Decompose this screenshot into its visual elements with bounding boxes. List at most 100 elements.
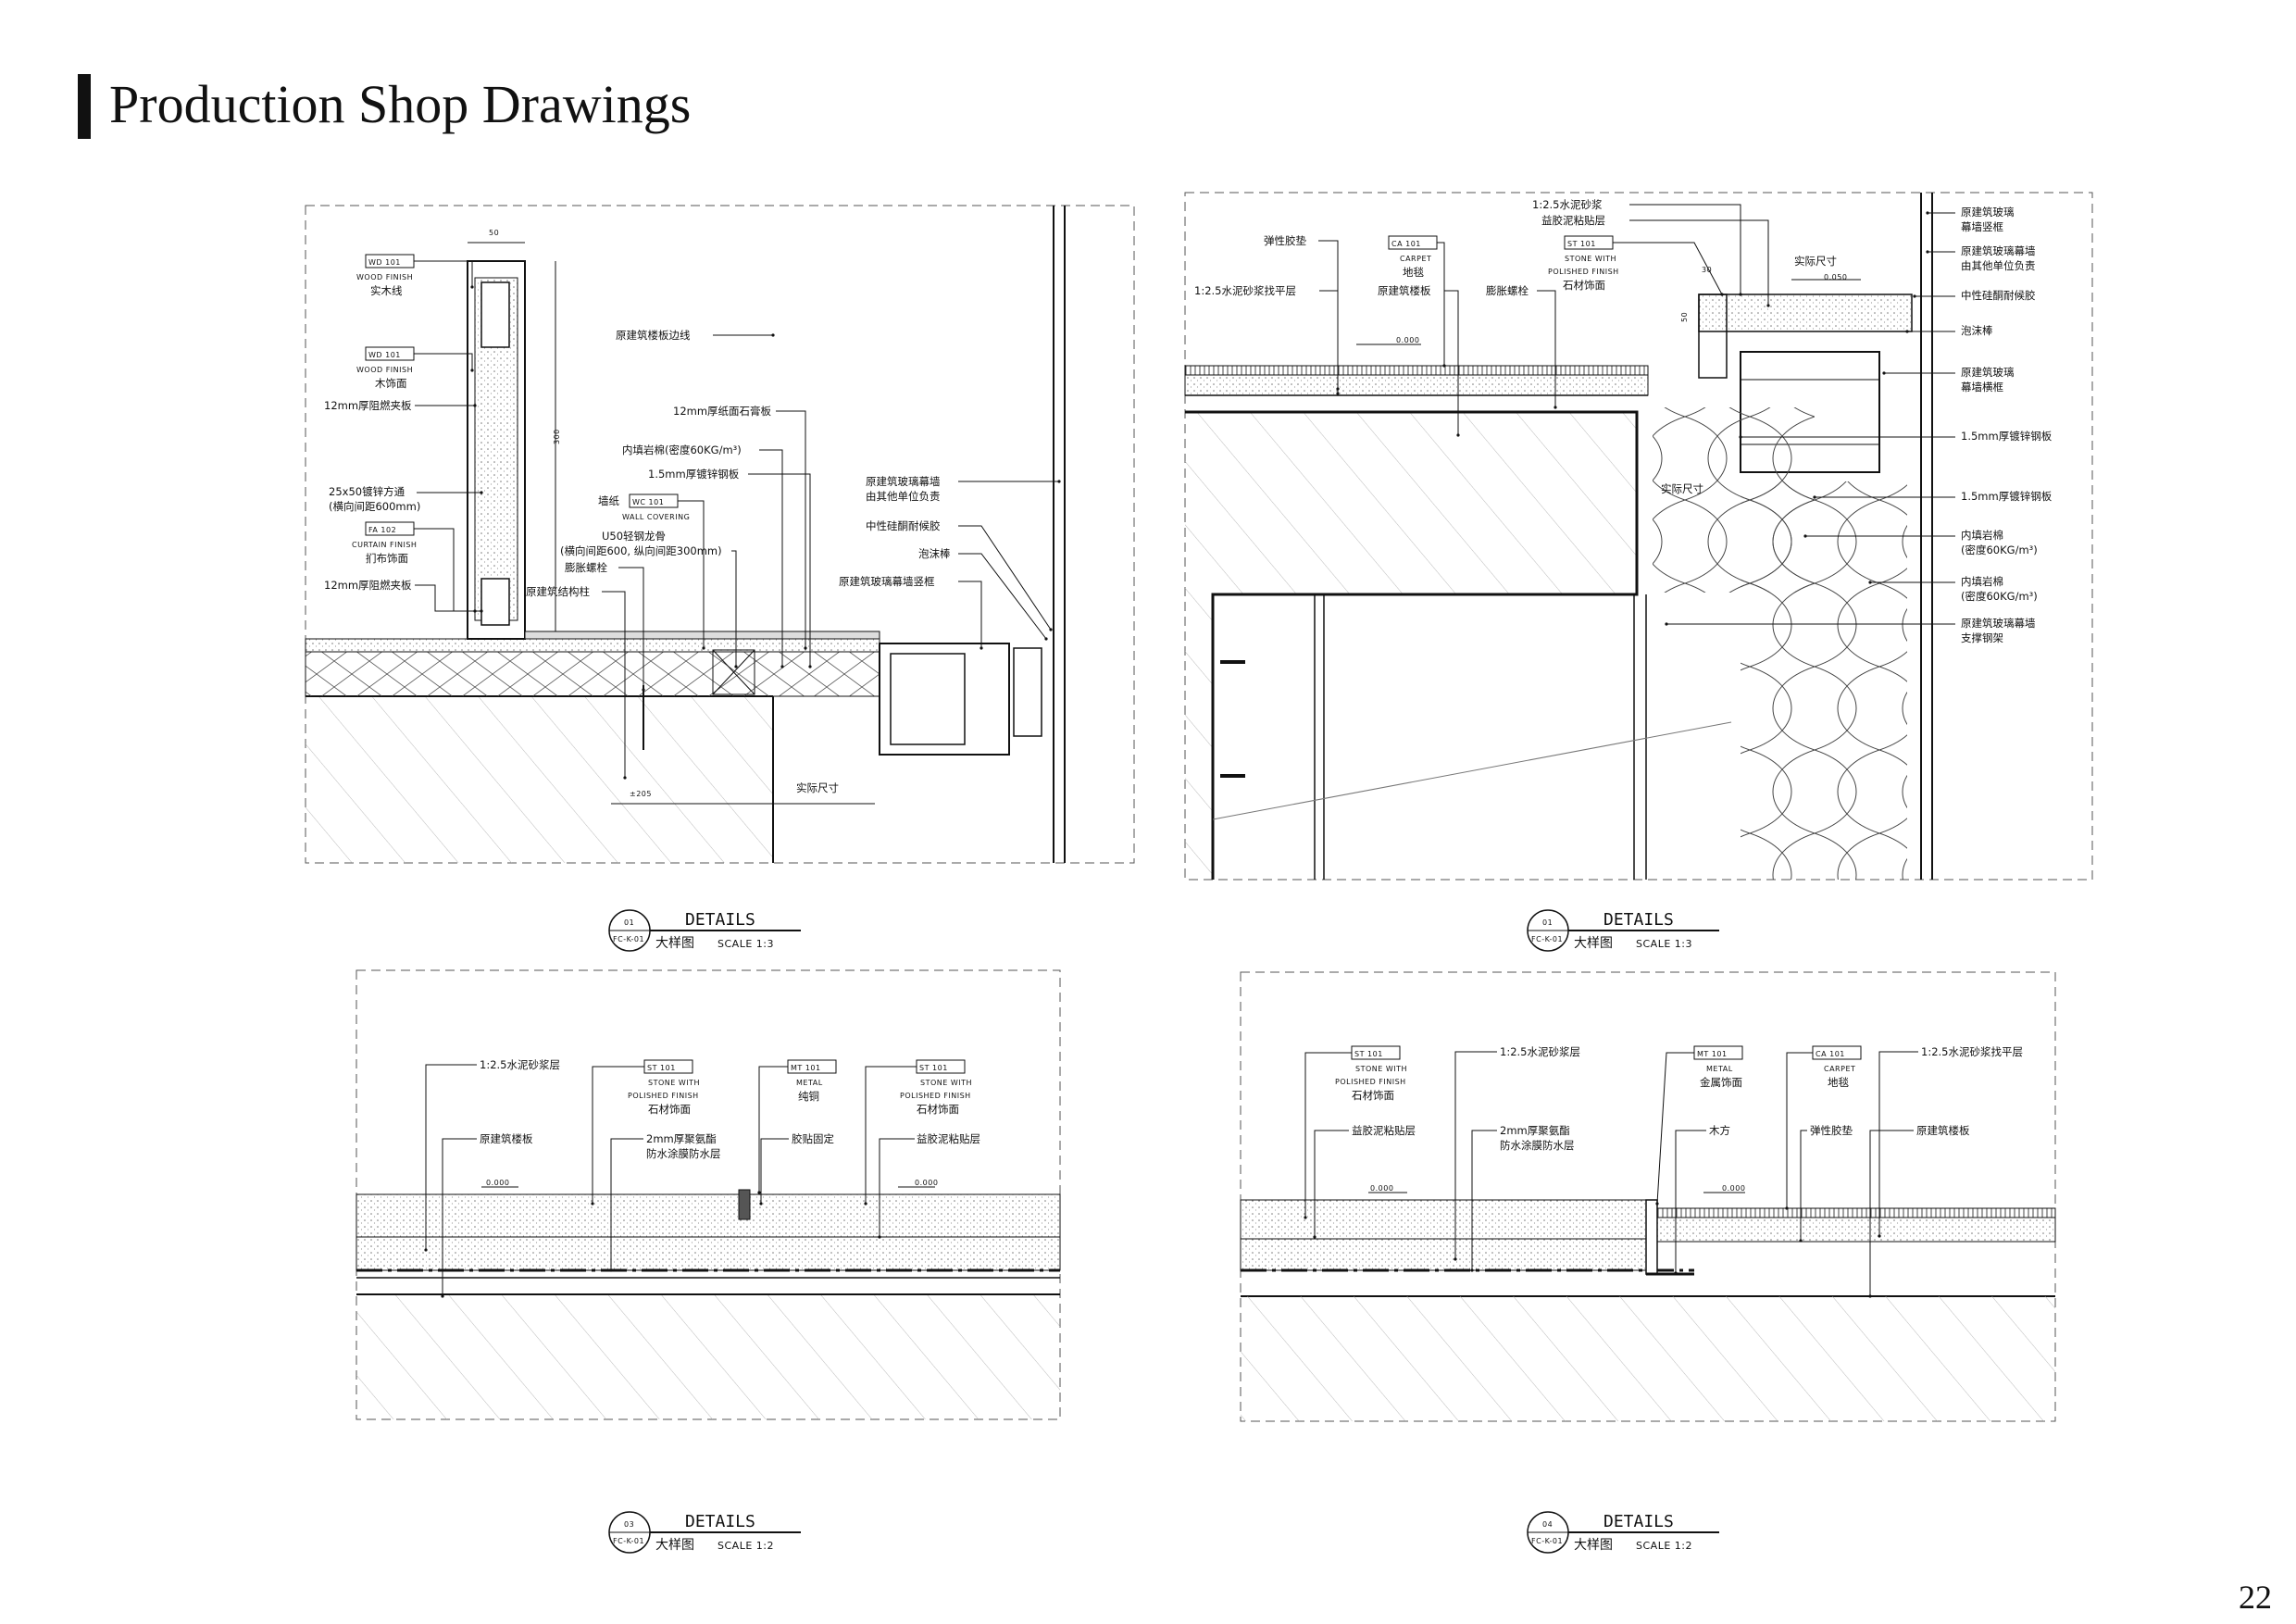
d2-label-adhesive: 益胶泥粘贴层 — [1541, 214, 1605, 227]
d3-label-orig-slab: 原建筑楼板 — [480, 1132, 533, 1145]
detail-3-stone-layer — [356, 1193, 1061, 1238]
d4-tag-mt101: MT 101 — [1697, 1050, 1728, 1058]
detail-4-elev-right: 0.000 — [1722, 1184, 1745, 1193]
detail-4-slab — [1241, 1296, 2055, 1421]
d2-label-r-wool-1a: 内填岩棉 — [1961, 529, 2003, 542]
label-fireproof-board-1: 12mm厚阻燃夹板 — [324, 399, 412, 412]
label-glass-wall-1: 原建筑玻璃幕墙 — [866, 475, 941, 488]
d2-label-r-wool-2a: 内填岩棉 — [1961, 575, 2003, 588]
d3-label-stone-en-1: STONE WITH — [648, 1079, 700, 1087]
d3-tag-st101-a: ST 101 — [647, 1064, 676, 1072]
detail-4-frame — [1240, 971, 2056, 1422]
d4-label-elastic-pad: 弹性胶垫 — [1810, 1124, 1853, 1137]
detail-1-right-labels: 原建筑楼板边线 12mm厚纸面石膏板 内填岩棉(密度60KG/m³) 1.5mm… — [526, 329, 1061, 780]
d3-label-copper: 纯铜 — [798, 1090, 819, 1103]
d3-label-mortar: 1:2.5水泥砂浆层 — [480, 1058, 560, 1071]
detail-3-drawing: 0.000 0.000 — [356, 969, 1061, 1420]
d4-label-pu-1: 2mm厚聚氨酯 — [1500, 1124, 1570, 1137]
caption-4-number: 04 — [1542, 1520, 1553, 1529]
detail-2-drawing: 0.000 0.050 30 50 实际尺寸 实际尺寸 — [1184, 192, 2093, 881]
label-solid-wood-line: 实木线 — [370, 284, 403, 297]
detail-2-dim-actual: 实际尺寸 — [1661, 482, 1703, 495]
label-wood-finish-en-2: WOOD FINISH — [356, 366, 413, 374]
page-number: 22 — [2239, 1579, 2272, 1616]
d4-tag-st101: ST 101 — [1354, 1050, 1383, 1058]
detail-2-dim-actual-top: 实际尺寸 — [1794, 255, 1837, 268]
tag-fa102: FA 102 — [368, 526, 396, 534]
d3-label-pu-1: 2mm厚聚氨酯 — [646, 1132, 717, 1145]
caption-detail-1: 01 FC-K-01 DETAILS 大样图 SCALE 1:3 — [608, 909, 801, 952]
detail-4-drawing: 0.000 0.000 — [1240, 971, 2056, 1422]
label-curtain-finish-en: CURTAIN FINISH — [352, 541, 417, 549]
caption-3-title: DETAILS — [685, 1512, 755, 1531]
d2-label-r-silicone: 中性硅酮耐候胶 — [1961, 289, 2036, 302]
d2-label-r-wool-2b: (密度60KG/m³) — [1961, 590, 2038, 603]
label-wood-finish-en: WOOD FINISH — [356, 273, 413, 281]
detail-1-dim-actual: 实际尺寸 — [796, 781, 839, 794]
label-gypsum-board: 12mm厚纸面石膏板 — [673, 405, 772, 418]
caption-4-title: DETAILS — [1603, 1512, 1674, 1531]
detail-1-mullion — [879, 643, 1010, 756]
d2-label-carpet: 地毯 — [1403, 266, 1424, 279]
detail-1-dim-300: 300 — [553, 429, 561, 444]
detail-4-carpet — [1656, 1207, 2056, 1218]
detail-2-slab-outline — [1185, 410, 1639, 880]
label-silicone: 中性硅酮耐候胶 — [866, 519, 941, 532]
d4-label-stone-en-2: POLISHED FINISH — [1335, 1078, 1406, 1086]
caption-1-scale: SCALE 1:3 — [718, 938, 774, 950]
detail-2-elev-050: 0.050 — [1824, 273, 1847, 281]
detail-2-dim-30: 30 — [1702, 266, 1712, 274]
d2-tag-ca101: CA 101 — [1391, 240, 1421, 248]
d3-label-stone-decor-2: 石材饰面 — [917, 1103, 959, 1116]
d2-label-stone-decor: 石材饰面 — [1563, 279, 1605, 292]
tag-wd101-b: WD 101 — [368, 351, 401, 359]
page-title: Production Shop Drawings — [109, 74, 692, 134]
d4-tag-ca101: CA 101 — [1816, 1050, 1845, 1058]
d2-label-r-wool-1b: (密度60KG/m³) — [1961, 543, 2038, 556]
detail-4-stone-layer — [1240, 1199, 1647, 1240]
label-glass-wall-2: 由其他单位负责 — [866, 490, 941, 503]
d2-label-r-wall-2: 由其他单位负责 — [1961, 259, 2036, 272]
caption-2-scale: SCALE 1:3 — [1636, 938, 1692, 950]
d2-label-r-mullion-1: 原建筑玻璃 — [1961, 206, 2015, 219]
label-galv-plate: 1.5mm厚镀锌钢板 — [648, 468, 740, 481]
d4-label-orig-slab: 原建筑楼板 — [1916, 1124, 1970, 1137]
detail-3-mortar-layer — [356, 1236, 1061, 1271]
caption-detail-2: 01 FC-K-01 DETAILS 大样图 SCALE 1:3 — [1527, 909, 1719, 952]
d3-tag-st101-b: ST 101 — [919, 1064, 948, 1072]
detail-1-insulation — [305, 651, 880, 697]
d4-label-carpet: 地毯 — [1828, 1076, 1849, 1089]
d3-label-stone-en-2: POLISHED FINISH — [628, 1092, 699, 1100]
d4-label-metal-en: METAL — [1706, 1065, 1733, 1073]
caption-3-scale: SCALE 1:2 — [718, 1540, 774, 1552]
d2-label-leveling: 1:2.5水泥砂浆找平层 — [1194, 284, 1296, 297]
d2-label-r-mullion-2: 幕墙竖框 — [1961, 220, 2003, 233]
label-anchor-bolt: 膨胀螺栓 — [565, 561, 607, 574]
d3-label-metal-en: METAL — [796, 1079, 823, 1087]
label-fabric-decor: 扪布饰面 — [366, 552, 408, 565]
detail-1-wall-column — [467, 260, 526, 640]
d3-label-glue: 胶贴固定 — [792, 1132, 834, 1145]
label-keel-1: U50轻钢龙骨 — [602, 530, 666, 543]
caption-1-number: 01 — [624, 918, 634, 927]
d2-label-mortar: 1:2.5水泥砂浆 — [1532, 198, 1603, 211]
caption-2-code: FC-K-01 — [1531, 935, 1563, 943]
d4-label-carpet-en: CARPET — [1824, 1065, 1855, 1073]
detail-1-dim-50: 50 — [489, 229, 499, 237]
label-wallpaper: 墙纸 — [598, 494, 619, 507]
d2-label-carpet-en: CARPET — [1400, 255, 1431, 263]
d2-label-stone-en-2: POLISHED FINISH — [1548, 268, 1619, 276]
title-accent-bar — [78, 74, 91, 139]
label-fireproof-board-2: 12mm厚阻燃夹板 — [324, 579, 412, 592]
label-wood-decor: 木饰面 — [375, 377, 407, 390]
caption-3-number: 03 — [624, 1520, 634, 1529]
detail-1-slab-concrete — [306, 696, 773, 863]
caption-3-cn: 大样图 — [655, 1538, 694, 1553]
d2-label-r-support-1: 原建筑玻璃幕墙 — [1961, 617, 2036, 630]
caption-1-title: DETAILS — [685, 910, 755, 930]
d2-tag-st101: ST 101 — [1567, 240, 1596, 248]
detail-1-drawing: 50 300 ±205 实际尺寸 — [305, 205, 1135, 864]
d2-label-r-plate-1: 1.5mm厚镀锌钢板 — [1961, 430, 2053, 443]
caption-detail-4: 04 FC-K-01 DETAILS 大样图 SCALE 1:2 — [1527, 1511, 1719, 1554]
caption-detail-3: 03 FC-K-01 DETAILS 大样图 SCALE 1:2 — [608, 1511, 801, 1554]
